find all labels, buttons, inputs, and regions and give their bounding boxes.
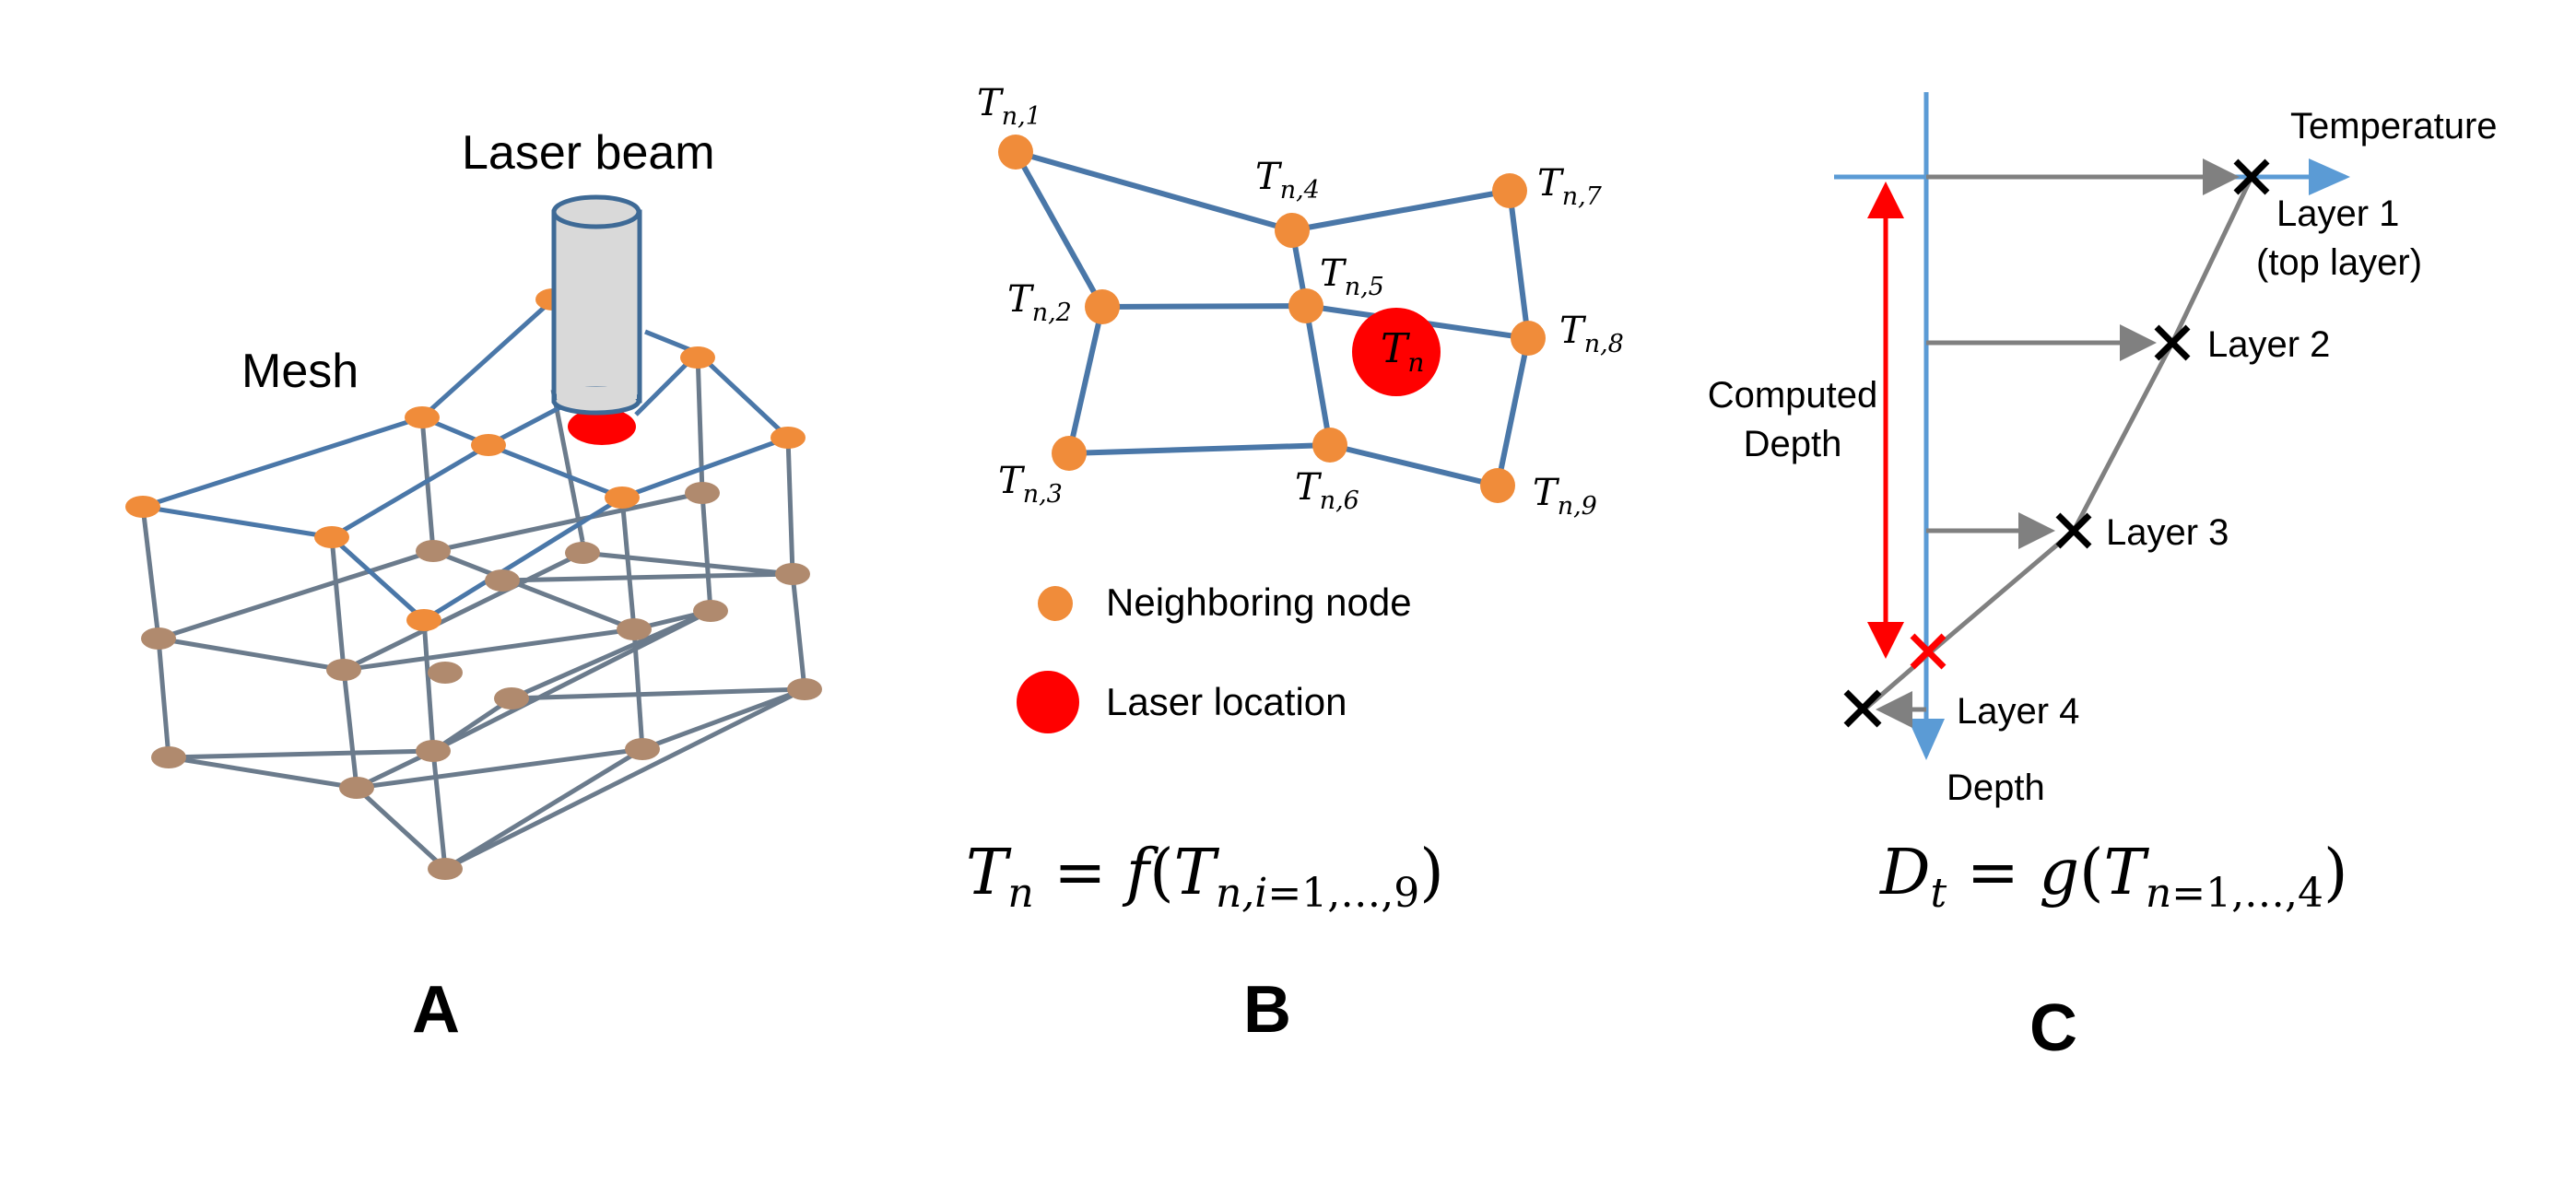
layer-1-marker [2233,158,2270,195]
temperature-profile-curve [1863,175,2254,711]
mesh-lower-edges [140,352,807,872]
temperature-axis-label: Temperature [2290,106,2498,147]
layer-1-sublabel: (top layer) [2256,242,2422,283]
stencil-neighbor-nodes [998,135,1546,503]
node-label-6: Tn,6 [1295,466,1359,515]
layer-4-marker [1843,689,1882,728]
node-label-1: Tn,1 [977,82,1041,131]
mesh-lower-nodes [141,482,822,880]
legend-neighbor-label: Neighboring node [1106,580,1412,624]
laser-beam-label: Laser beam [462,126,715,180]
layer-2-marker [2154,324,2191,361]
legend-laser-swatch [1017,671,1079,733]
computed-depth-label-line1: Computed [1708,375,1878,416]
layer-3-label: Layer 3 [2106,512,2229,553]
panel-a-letter: A [412,973,460,1047]
panel-b-letter: B [1243,973,1291,1047]
equation-c: Dt = g(Tn=1,…,4) [1878,837,2348,917]
layer-1-label: Layer 1 [2276,193,2399,234]
laser-spot [568,408,636,445]
node-label-8: Tn,8 [1559,310,1624,358]
layer-2-label: Layer 2 [2207,324,2330,365]
panel-c-letter: C [2029,991,2077,1065]
panel-b: Tn Tn,1 Tn,2 Tn,3 Tn,4 Tn,5 Tn,6 Tn,7 Tn… [966,82,1624,1047]
node-label-3: Tn,3 [998,460,1063,509]
laser-center-node [1352,308,1441,396]
mesh-label: Mesh [241,345,359,398]
layer-markers [1843,158,2270,728]
computed-depth-marker [1910,633,1947,670]
equation-b: Tn = f(Tn,i=1,…,9) [966,837,1444,917]
node-label-4: Tn,4 [1255,156,1320,205]
panel-c: Temperature Depth Computed Depth Layer 1… [1708,92,2498,1065]
legend-laser-label: Laser location [1106,680,1347,723]
panel-a: Mesh Laser beam A [125,126,822,1047]
node-label-2: Tn,2 [1007,278,1072,327]
legend-neighbor-swatch [1038,586,1073,621]
computed-depth-label-line2: Depth [1744,424,1842,464]
laser-beam-cylinder [551,194,642,416]
node-label-9: Tn,9 [1533,472,1597,521]
layer-arrows [1876,158,2240,728]
depth-axis-label: Depth [1947,768,2045,808]
layer-3-marker [2055,512,2092,549]
node-label-7: Tn,7 [1537,162,1603,211]
node-label-5: Tn,5 [1320,252,1384,301]
layer-4-label: Layer 4 [1957,691,2079,732]
